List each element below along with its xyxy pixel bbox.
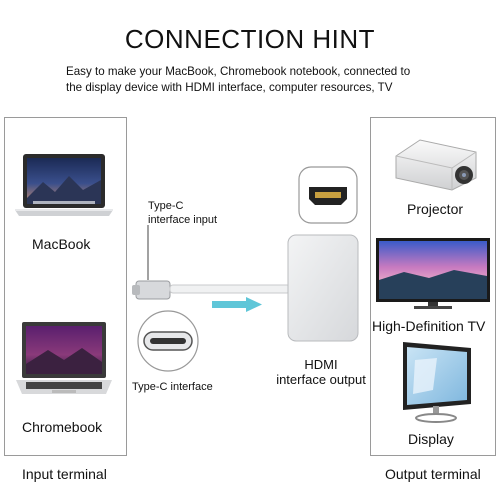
adapter-cable-assembly <box>128 225 368 325</box>
typec-port-icon <box>136 308 200 374</box>
typec-input-line-1: Type-C <box>148 200 184 212</box>
page-title: CONNECTION HINT <box>124 24 376 54</box>
hdmi-output-line-2: interface output <box>276 372 366 387</box>
input-terminal-label: Input terminal <box>22 466 107 482</box>
tv-icon <box>374 236 492 310</box>
page-subtitle: Easy to make your MacBook, Chromebook no… <box>66 64 466 96</box>
output-terminal-label: Output terminal <box>385 466 481 482</box>
typec-input-line-2: interface input <box>148 214 218 226</box>
typec-input-note: Type-C interface input <box>148 199 217 227</box>
display-label: Display <box>408 431 454 447</box>
monitor-icon <box>393 340 475 424</box>
chromebook-label: Chromebook <box>22 419 103 435</box>
projector-label: Projector <box>407 201 464 217</box>
macbook-laptop-icon <box>13 152 115 222</box>
tv-label: High-Definition TV <box>372 318 486 334</box>
subtitle-line-1: Easy to make your MacBook, Chromebook no… <box>66 65 411 78</box>
chromebook-laptop-icon <box>12 320 116 398</box>
subtitle-line-2: the display device with HDMI interface, … <box>66 81 393 94</box>
hdmi-output-note: HDMI interface output <box>266 357 376 387</box>
typec-interface-label: Type-C interface <box>132 381 213 393</box>
adapter-body <box>287 234 361 344</box>
macbook-label: MacBook <box>32 236 91 252</box>
projector-icon <box>390 132 482 194</box>
hdmi-port-icon <box>297 165 361 227</box>
hdmi-output-line-1: HDMI <box>304 357 338 372</box>
